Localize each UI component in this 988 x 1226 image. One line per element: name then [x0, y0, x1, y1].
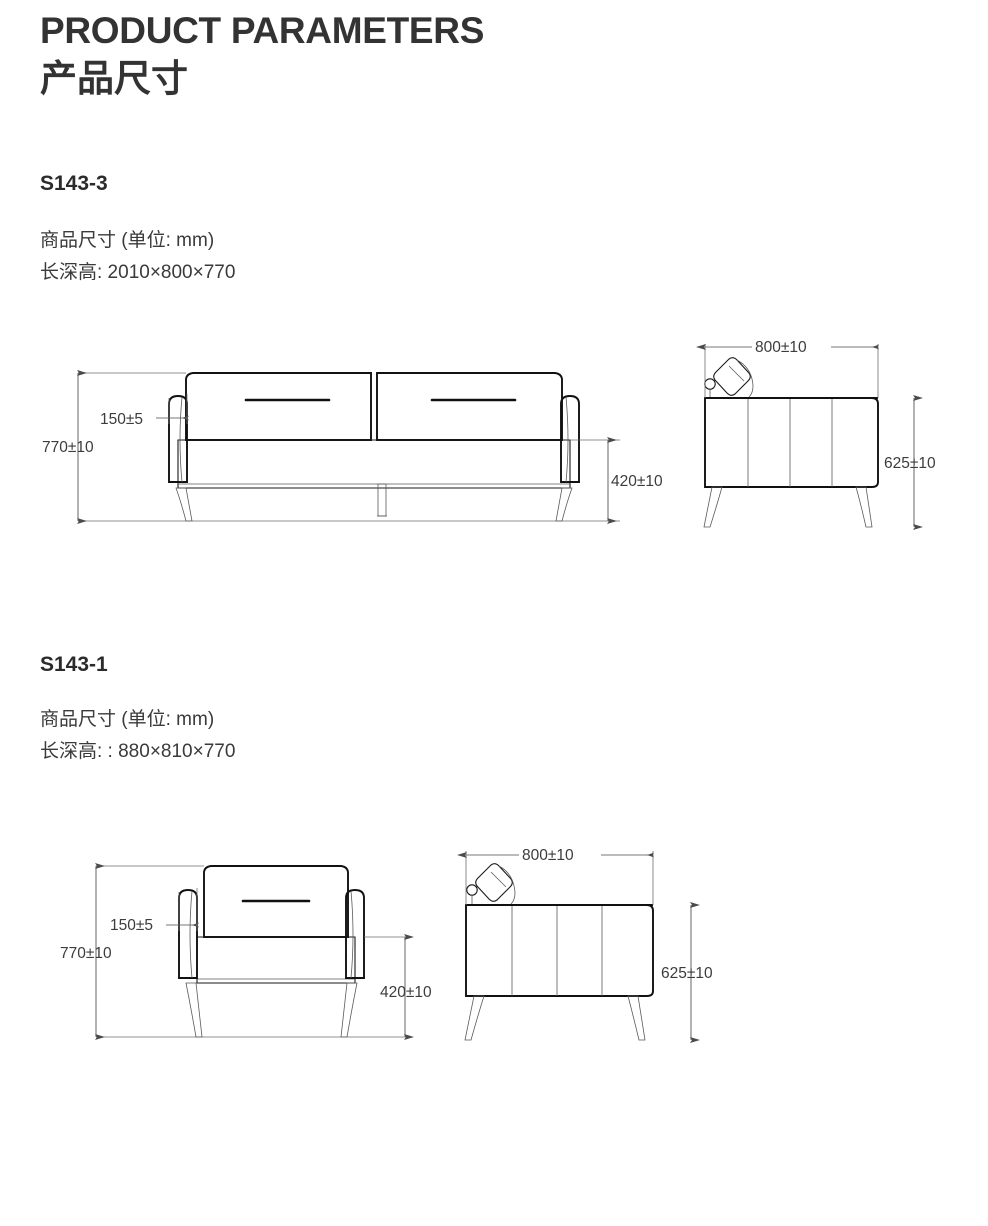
backrest-outer-curve: [736, 359, 754, 398]
page-header: PRODUCT PARAMETERS 产品尺寸: [40, 8, 484, 104]
product-spec-value-s143-3: 长深高: 2010×800×770: [40, 262, 236, 283]
side-leg-left: [703, 486, 723, 528]
backrest-inner-line: [490, 871, 507, 888]
side-leg-right: [855, 486, 873, 528]
leg-right: [340, 982, 358, 1038]
dim-label-800: 800±10: [755, 339, 807, 356]
bolster-knob-circle: [466, 884, 478, 896]
dim-label-420: 420±10: [380, 984, 432, 1001]
chair-single-seat-front-view: 770±10 150±5 420±10: [60, 863, 432, 1040]
armrest-left: [178, 889, 198, 979]
dimension-back-height-625: 625±10: [884, 395, 936, 530]
backrest-tilted-panel: [713, 357, 751, 396]
dim-label-800: 800±10: [522, 847, 574, 864]
armrest-left-inner-curve: [189, 890, 193, 979]
product-spec-label-s143-1: 商品尺寸 (单位: mm): [40, 709, 215, 730]
armrest-right-inner-curve: [565, 396, 569, 483]
side-body-box: [704, 397, 879, 488]
leg-front-left: [175, 487, 193, 522]
armrest-right-inner-curve: [350, 890, 354, 979]
dim-label-770: 770±10: [60, 945, 112, 962]
product-spec-label-s143-3: 商品尺寸 (单位: mm): [40, 230, 215, 251]
product-code-s143-1: S143-1: [40, 653, 108, 676]
center-support-leg: [377, 483, 387, 517]
armrest-left-inner-curve: [179, 396, 183, 483]
backrest-tilted-panel: [475, 863, 513, 902]
dimension-seat-height-420: 420±10: [364, 934, 432, 1040]
seat-block: [177, 439, 571, 489]
sofa-three-seat-front-view: 770±10 150±5 420±10: [42, 370, 663, 524]
dimension-armrest-width-150: 150±5: [100, 394, 189, 428]
side-body-box: [465, 904, 654, 997]
dimension-seat-height-420: 420±10: [570, 437, 663, 524]
dimension-armrest-width-150: 150±5: [110, 888, 199, 934]
dim-label-420: 420±10: [611, 473, 663, 490]
dimension-back-height-625: 625±10: [661, 902, 713, 1043]
chair-single-seat-side-view: 800±10 625±10: [457, 847, 713, 1043]
sofa-three-seat-side-view: 800±10 625±10: [696, 339, 936, 530]
side-leg-left: [464, 995, 485, 1041]
leg-left: [185, 982, 203, 1038]
armrest-right: [560, 395, 580, 483]
dimension-overall-height-770: 770±10: [42, 370, 186, 524]
seat-block: [196, 936, 356, 984]
product-code-s143-3: S143-3: [40, 172, 108, 195]
armrest-right: [345, 889, 365, 979]
dimension-overall-height-770: 770±10: [60, 863, 204, 1040]
leg-front-right: [555, 487, 573, 522]
back-cushion-right: [376, 372, 563, 441]
dim-label-770: 770±10: [42, 439, 94, 456]
backrest-outer-curve: [498, 865, 516, 905]
dimension-overall-depth-800: 800±10: [457, 847, 654, 905]
dim-label-625: 625±10: [884, 455, 936, 472]
bolster-knob-circle: [704, 378, 716, 390]
back-cushion-left: [185, 372, 372, 441]
back-cushion: [203, 865, 349, 938]
dim-label-625: 625±10: [661, 965, 713, 982]
dim-label-150: 150±5: [110, 917, 153, 934]
dimension-overall-depth-800: 800±10: [696, 339, 879, 398]
backrest-inner-line: [728, 365, 745, 382]
dim-label-150: 150±5: [100, 411, 143, 428]
page-title-chinese: 产品尺寸: [40, 58, 188, 99]
side-leg-right: [627, 995, 646, 1041]
product-spec-value-s143-1: 长深高: : 880×810×770: [40, 741, 236, 762]
page-title-english: PRODUCT PARAMETERS: [40, 10, 485, 51]
